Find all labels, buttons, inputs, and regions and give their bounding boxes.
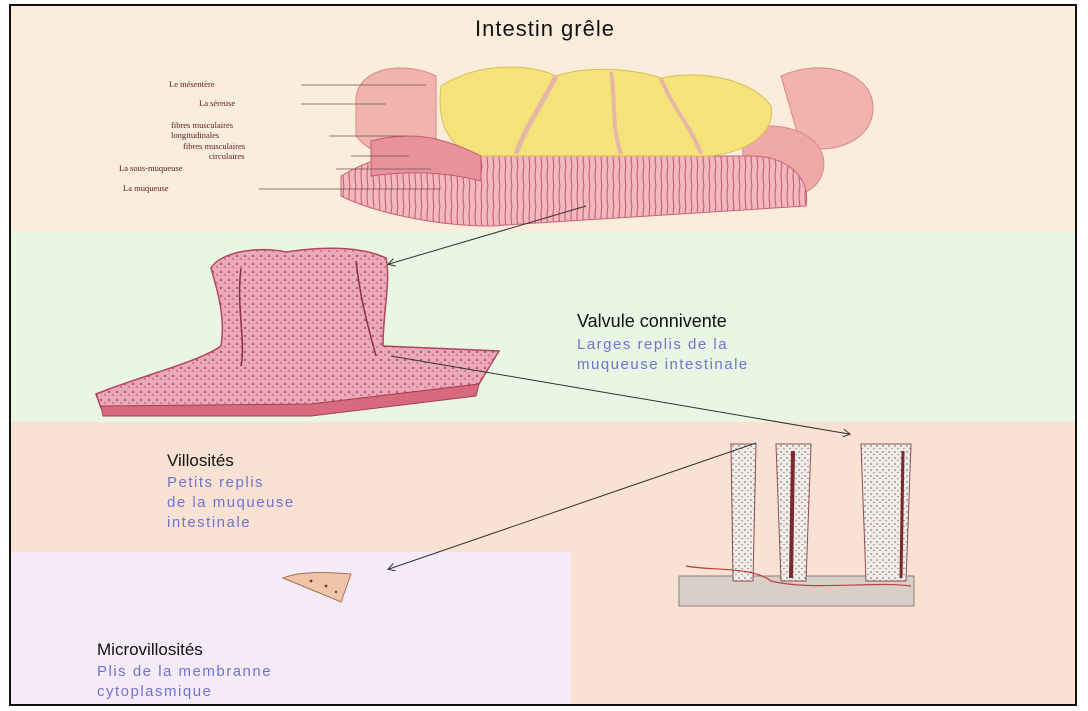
valvule-desc-line-2: muqueuse intestinale xyxy=(577,355,749,375)
microvillosites-desc-line-2: cytoplasmique xyxy=(97,682,212,702)
label-fibres-circulaires-2: circulaires xyxy=(209,152,244,161)
label-sereuse: La séreuse xyxy=(199,99,235,108)
microvillosites-illustration xyxy=(283,573,351,602)
intestine-illustration xyxy=(341,67,873,226)
label-fibres-longitudinales-1: fibres musculaires xyxy=(171,121,233,130)
villosites-desc-line-2: de la muqueuse xyxy=(167,493,295,513)
microvillosites-heading: Microvillosités xyxy=(97,640,203,660)
figure-frame: Intestin grêle Le mésentère La séreuse f… xyxy=(9,4,1077,706)
label-sous-muqueuse: La sous-muqueuse xyxy=(119,164,183,173)
valvule-desc-line-1: Larges replis de la xyxy=(577,335,728,355)
label-muqueuse: La muqueuse xyxy=(123,184,169,193)
villosites-illustration xyxy=(679,444,914,606)
valvule-illustration xyxy=(96,248,499,416)
label-fibres-longitudinales-2: longitudinales xyxy=(171,131,219,140)
valvule-heading: Valvule connivente xyxy=(577,311,727,332)
villosites-heading: Villosités xyxy=(167,451,234,471)
label-mesentere: Le mésentère xyxy=(169,80,215,89)
page-title: Intestin grêle xyxy=(11,16,1077,42)
arrow-to-microvillosites xyxy=(389,443,756,569)
microvillosites-desc-line-1: Plis de la membranne xyxy=(97,662,272,682)
illustrations xyxy=(11,6,1077,706)
villosites-desc-line-3: intestinale xyxy=(167,513,251,533)
villosites-desc-line-1: Petits replis xyxy=(167,473,264,493)
label-fibres-circulaires-1: fibres musculaires xyxy=(183,142,245,151)
